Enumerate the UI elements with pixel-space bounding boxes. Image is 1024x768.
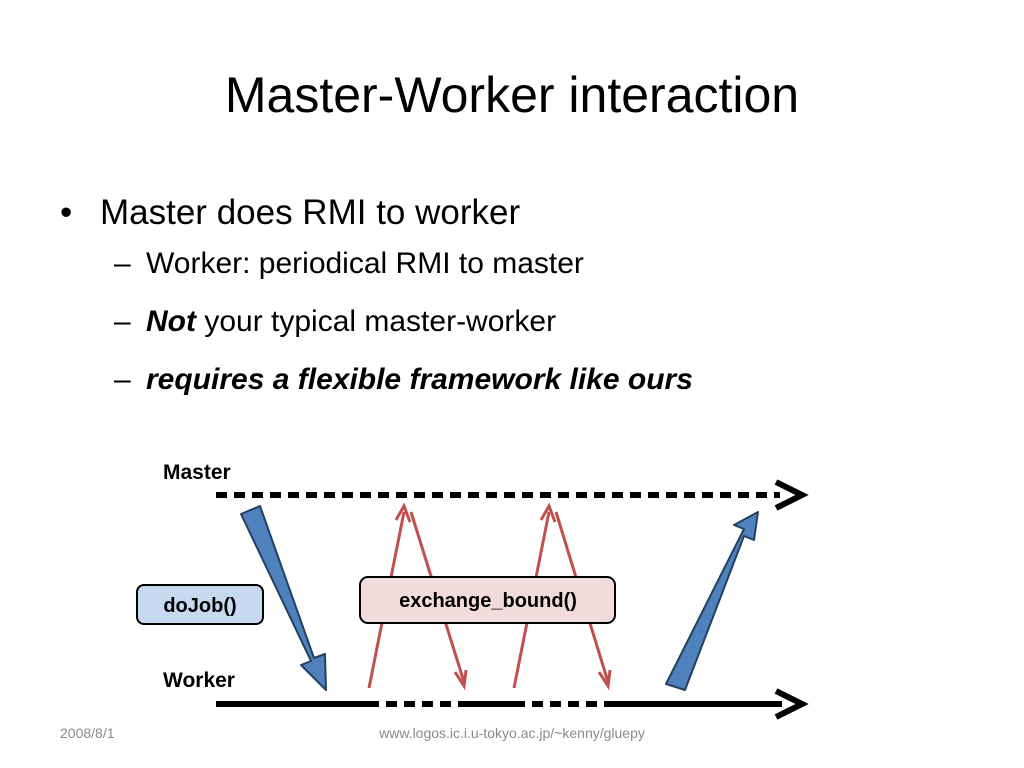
exchange-down-arrowhead-2 xyxy=(597,669,612,691)
bullet-sub-1-text: Worker: periodical RMI to master xyxy=(146,247,584,280)
bullet-dash: – xyxy=(114,363,131,396)
exchange-down-arrowhead-1 xyxy=(453,669,468,691)
bullet-sub-2-emphasis: Not xyxy=(146,305,196,338)
worker-timeline-arrowhead xyxy=(774,688,809,720)
dojob-block-arrow xyxy=(240,505,327,691)
worker-label: Worker xyxy=(163,669,235,692)
dojob-label: doJob() xyxy=(163,595,236,617)
dojob-box xyxy=(136,584,264,625)
bullet-sub-3: – requires a flexible framework like our… xyxy=(56,358,986,416)
bullet-sub-2: – Not your typical master-worker xyxy=(56,300,986,358)
exchange-bound-box xyxy=(359,576,616,624)
return-block-arrow xyxy=(665,511,759,691)
bullet-sub-1: – Worker: periodical RMI to master xyxy=(56,242,986,300)
bullet-dash: – xyxy=(114,247,131,280)
master-timeline-arrowhead xyxy=(774,479,809,511)
bullet-main-text: Master does RMI to worker xyxy=(100,193,521,232)
footer-url: www.logos.ic.i.u-tokyo.ac.jp/~kenny/glue… xyxy=(379,725,645,741)
bullet-dot: • xyxy=(60,193,73,232)
bullet-main: • Master does RMI to worker xyxy=(56,188,986,242)
master-label: Master xyxy=(163,461,231,484)
exchange-bound-label: exchange_bound() xyxy=(399,590,577,612)
footer-date: 2008/8/1 xyxy=(60,725,115,741)
exchange-up-arrowhead-1 xyxy=(394,502,412,523)
bullet-dash: – xyxy=(114,305,131,338)
bullet-sub-3-text: requires a flexible framework like ours xyxy=(146,363,693,396)
bullet-list: • Master does RMI to worker – Worker: pe… xyxy=(56,188,986,416)
slide-title: Master-Worker interaction xyxy=(224,67,800,123)
bullet-sub-2-text: your typical master-worker xyxy=(195,305,557,338)
exchange-up-arrowhead-2 xyxy=(539,502,557,523)
